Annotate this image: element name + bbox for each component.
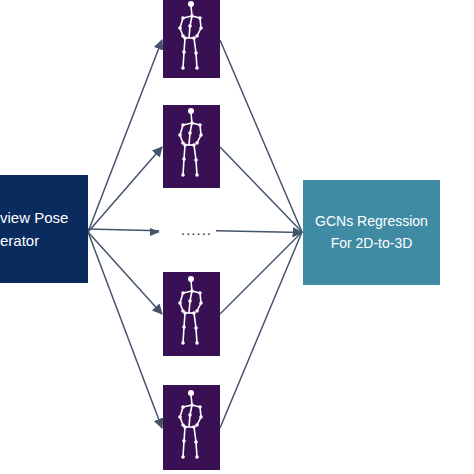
ellipsis-label: ...... — [181, 221, 212, 238]
node-text: GCNs Regression For 2D-to-3D — [309, 211, 434, 254]
fan-arrows — [88, 40, 302, 428]
pose-image — [163, 385, 220, 470]
arrow-head — [150, 228, 160, 236]
pose-image — [163, 105, 220, 188]
process-box: view Pose erator — [0, 175, 88, 283]
node-text: view Pose erator — [0, 206, 86, 253]
pose-image — [163, 0, 220, 78]
pose-image — [163, 272, 220, 356]
process-box: GCNs Regression For 2D-to-3D — [303, 180, 440, 285]
